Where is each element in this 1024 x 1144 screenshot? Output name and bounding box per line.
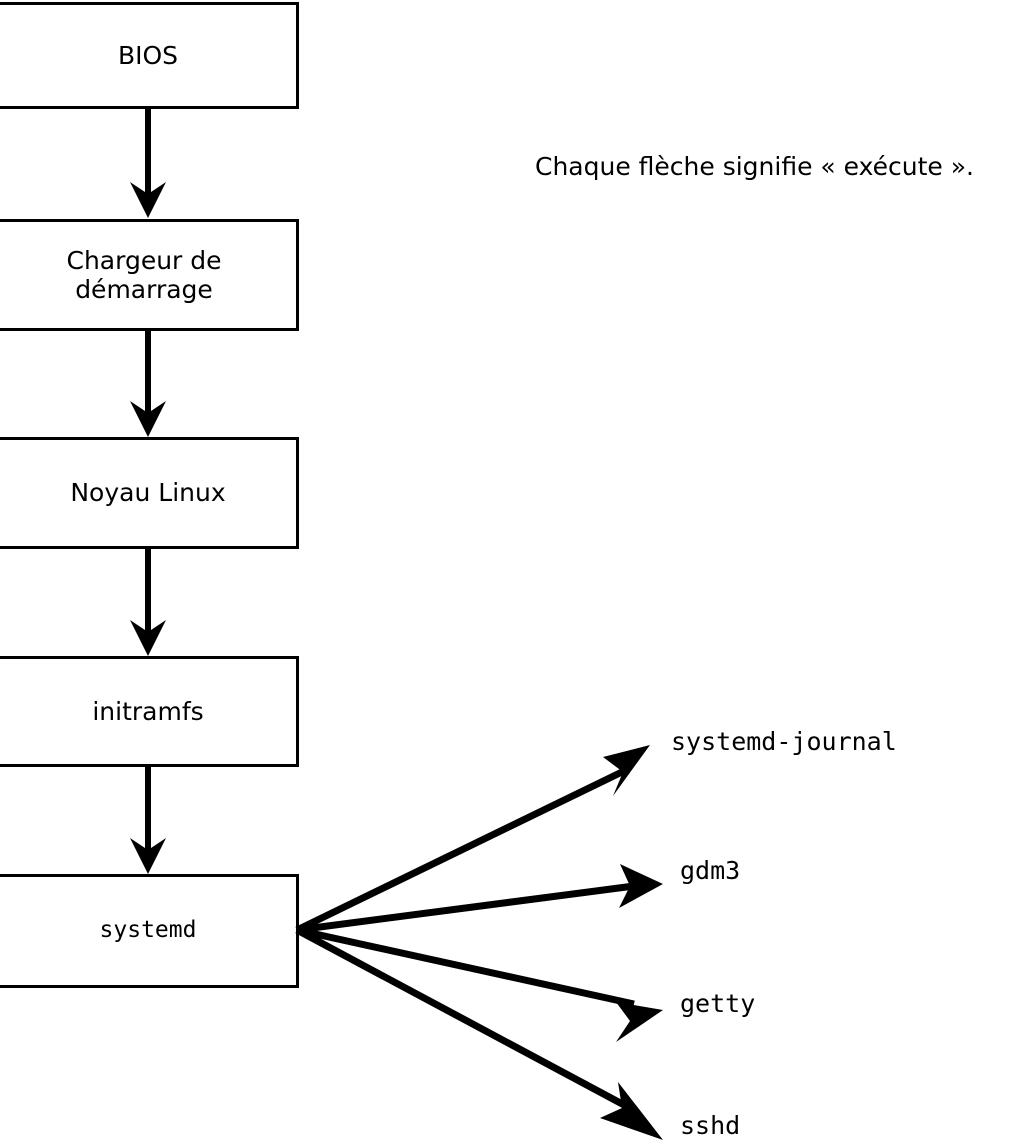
service-label-getty: getty xyxy=(680,989,756,1018)
process-box-bootloader: Chargeur de démarrage xyxy=(0,219,299,331)
arrow-systemd-to-systemd-journal xyxy=(295,745,650,934)
process-box-bios: BIOS xyxy=(0,2,299,109)
process-box-bios-label: BIOS xyxy=(117,40,179,70)
process-box-kernel: Noyau Linux xyxy=(0,437,299,549)
service-label-systemd-journal: systemd-journal xyxy=(671,727,897,756)
arrow-systemd-to-gdm3 xyxy=(296,864,663,934)
arrow-meaning-note: Chaque flèche signifie « exécute ». xyxy=(535,152,974,181)
arrow-bios-to-bootloader xyxy=(130,109,166,218)
process-box-initramfs: initramfs xyxy=(0,656,299,767)
service-label-sshd: sshd xyxy=(680,1111,741,1140)
arrow-kernel-to-initramfs xyxy=(130,549,166,656)
process-box-systemd: systemd xyxy=(0,874,299,988)
process-box-systemd-label: systemd xyxy=(99,917,197,944)
arrow-systemd-to-getty xyxy=(296,926,663,1042)
service-label-gdm3: gdm3 xyxy=(680,856,741,885)
process-box-bootloader-label: Chargeur de démarrage xyxy=(66,245,222,305)
process-box-initramfs-label: initramfs xyxy=(92,696,204,726)
process-box-kernel-label: Noyau Linux xyxy=(70,478,226,508)
arrow-bootloader-to-kernel xyxy=(130,331,166,437)
arrow-initramfs-to-systemd xyxy=(130,767,166,874)
arrow-systemd-to-sshd xyxy=(295,926,663,1140)
